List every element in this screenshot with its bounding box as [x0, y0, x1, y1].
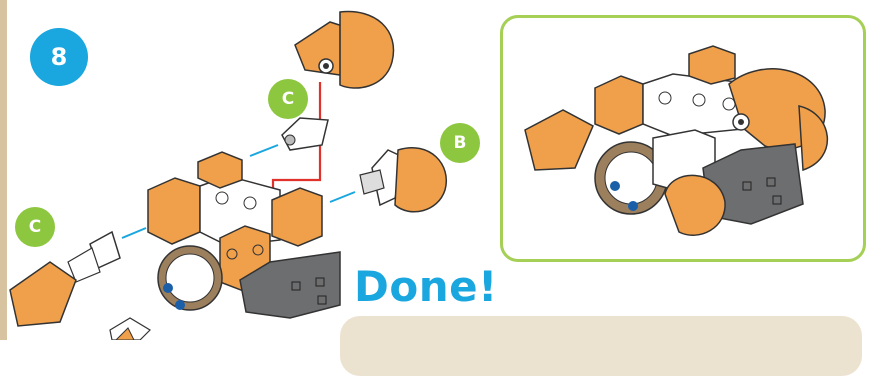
callout-c: C	[15, 207, 55, 247]
main-body	[148, 152, 340, 318]
dome-piece-right	[360, 148, 446, 212]
connector-peg-left	[68, 232, 120, 282]
note-box	[340, 316, 862, 376]
connector-peg-top	[282, 118, 328, 150]
arrow-c-left	[122, 228, 146, 238]
dome-piece-top	[295, 12, 393, 89]
arrow-b	[330, 192, 355, 202]
finished-model-illustration	[503, 18, 866, 262]
flap-piece-left	[10, 262, 76, 326]
arrow-c-top	[250, 145, 278, 156]
finished-model-inset	[500, 15, 866, 262]
step-number-badge: 8	[30, 28, 88, 86]
done-heading: Done!	[354, 262, 498, 311]
connector-peg-bottom	[110, 318, 150, 340]
callout-b: B	[440, 123, 480, 163]
callout-c: C	[268, 79, 308, 119]
